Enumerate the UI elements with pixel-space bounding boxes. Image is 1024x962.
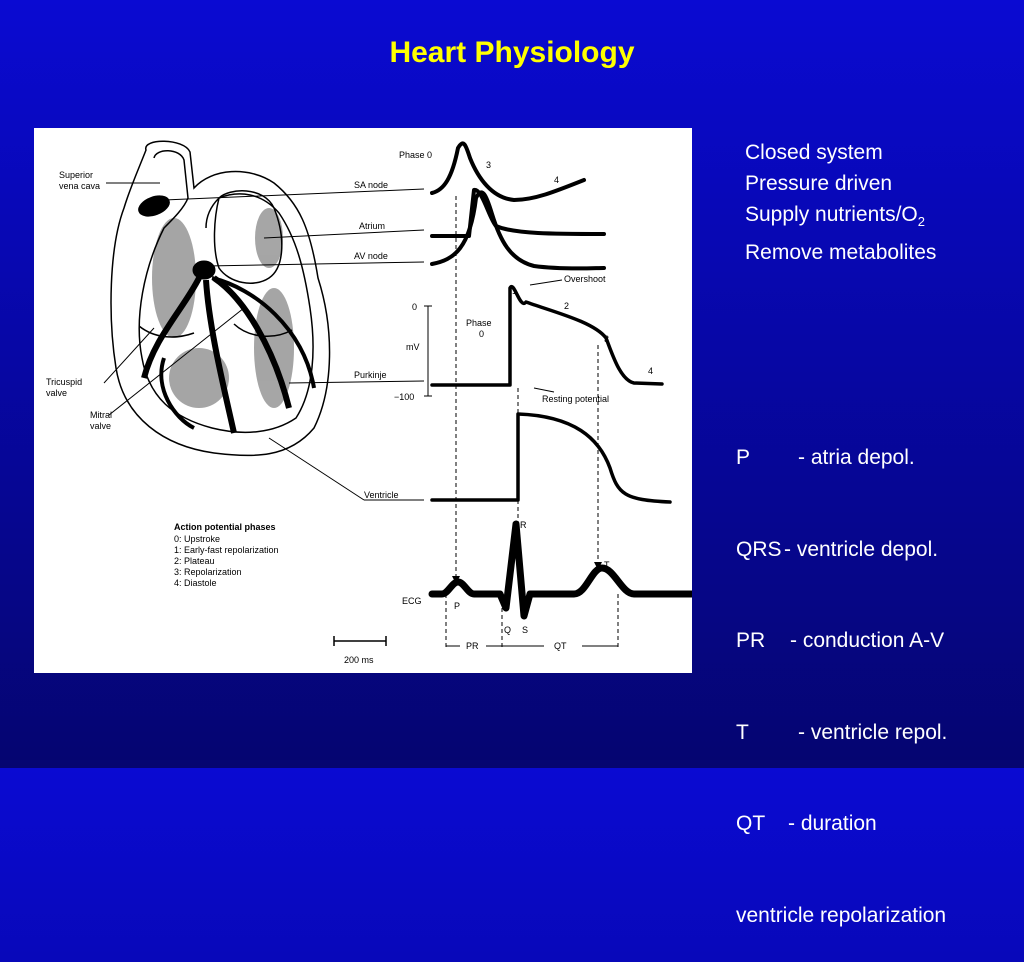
action-potential-traces (428, 141, 692, 620)
heart-stippling (152, 208, 294, 408)
ecg-legend-row: QRS- ventricle depol. (736, 535, 947, 566)
label-resting-potential: Resting potential (542, 394, 609, 404)
ecg-label-s: S (522, 625, 528, 635)
ecg-trace (428, 520, 692, 620)
axis-zero: 0 (412, 302, 417, 312)
av-node-trace (430, 190, 606, 271)
label-ventricle: Ventricle (364, 490, 399, 500)
bundle-mid (203, 279, 237, 434)
label-phase1: 1 (512, 286, 517, 296)
av-node-shape (192, 260, 216, 280)
guide-arrowheads (452, 562, 602, 584)
dashed-guides (445, 196, 619, 648)
ecg-legend-row: QT - duration (736, 809, 947, 840)
label-superior: Superior (59, 170, 93, 180)
label-phase4: 4 (648, 366, 653, 376)
ecg-label-t: T (604, 560, 610, 570)
ecg-legend-list: P - atria depol. QRS- ventricle depol. PR… (736, 382, 947, 962)
label-tricuspid: Tricuspid (46, 377, 82, 387)
bundle-left (141, 276, 202, 379)
ecg-legend-row: PR - conduction A-V (736, 626, 947, 657)
conduction-system (138, 195, 316, 434)
ecg-label-q: Q (504, 625, 511, 635)
ecg-label-p: P (454, 601, 460, 611)
scale-bar (333, 636, 387, 646)
ecg-legend-desc: - atria depol. (798, 446, 915, 469)
ecg-legend-desc: - ventricle repol. (798, 720, 948, 744)
summary-line-2: Pressure driven (745, 172, 893, 195)
sa-node-shape (138, 195, 170, 217)
mv-axis (424, 305, 432, 397)
heart-inner-outline (138, 150, 314, 434)
bundle-far-right (211, 276, 316, 389)
ecg-legend-desc: - duration (788, 812, 877, 835)
label-phase2: 2 (564, 301, 569, 311)
slide-title: Heart Physiology (389, 36, 635, 69)
label-ecg: ECG (402, 596, 422, 606)
heart-physiology-figure: Superior vena cava Tricuspid valve Mitra… (34, 128, 692, 673)
label-phase3: 3 (604, 334, 609, 344)
summary-line-3-sub: 2 (917, 214, 925, 230)
label-purkinje: Purkinje (354, 370, 387, 380)
summary-list: Closed system Pressure driven Supply nut… (745, 137, 936, 268)
ecg-legend-desc: ventricle repolarization (736, 903, 947, 927)
scale-label: 200 ms (344, 655, 374, 665)
overshoot-pointer (529, 279, 563, 286)
label-tricuspid-valve: valve (46, 388, 67, 398)
label-sa-node: SA node (354, 180, 388, 190)
phase-item-0: 0: Upstroke (174, 534, 220, 544)
ecg-legend-abbr: PR (736, 629, 766, 652)
bundle-right (212, 275, 292, 409)
label-atrium: Atrium (359, 221, 385, 231)
phase-item-2: 2: Plateau (174, 556, 215, 566)
heart-illustration (110, 140, 331, 457)
ecg-legend-abbr: QRS (736, 537, 782, 561)
ecg-legend-row: T - ventricle repol. (736, 718, 947, 749)
ecg-legend-row: ventricle repolarization (736, 901, 947, 932)
ecg-legend-desc: - conduction A-V (790, 629, 945, 652)
sa-node-trace (430, 141, 586, 202)
ecg-label-qt: QT (554, 641, 567, 651)
summary-line-3: Supply nutrients/O2 (745, 199, 936, 237)
label-av-node: AV node (354, 251, 388, 261)
ecg-legend-abbr: P (736, 446, 751, 469)
atrial-septum (213, 190, 283, 284)
ecg-legend-desc: - ventricle depol. (784, 537, 939, 561)
axis-mv: mV (406, 342, 420, 352)
heart-diagram-svg: Superior vena cava Tricuspid valve Mitra… (46, 140, 692, 665)
label-phase-word: Phase (466, 318, 492, 328)
purkinje-trace (430, 284, 664, 387)
ventricle-trace (430, 412, 672, 504)
phase-item-4: 4: Diastole (174, 578, 217, 588)
pointer-lines (103, 182, 425, 501)
ecg-label-pr: PR (466, 641, 479, 651)
bundle-branch-1 (159, 357, 195, 430)
axis-minus100: −100 (394, 392, 414, 402)
phase-item-3: 3: Repolarization (174, 567, 242, 577)
ecg-legend-abbr: T (736, 720, 749, 744)
label-vena-cava: vena cava (59, 181, 100, 191)
label-overshoot: Overshoot (564, 274, 606, 284)
atrium-trace (430, 188, 606, 238)
label-phase-zero: 0 (479, 329, 484, 339)
label-mitral-valve: valve (90, 421, 111, 431)
label-phase3-top: 3 (486, 160, 491, 170)
heart-outer-outline (110, 140, 331, 457)
ecg-legend-row: P - atria depol. (736, 443, 947, 474)
ecg-legend-abbr: QT (736, 812, 766, 835)
resting-pointer (533, 387, 555, 393)
summary-line-3-text: Supply nutrients/O (745, 203, 918, 226)
ecg-label-r: R (520, 520, 527, 530)
label-phase0-top: Phase 0 (399, 150, 432, 160)
phases-heading: Action potential phases (174, 522, 276, 532)
summary-line-1: Closed system (745, 141, 883, 164)
phase-item-1: 1: Early-fast repolarization (174, 545, 279, 555)
label-mitral: Mitral (90, 410, 112, 420)
summary-line-4: Remove metabolites (745, 241, 937, 265)
label-phase4-top: 4 (554, 175, 559, 185)
